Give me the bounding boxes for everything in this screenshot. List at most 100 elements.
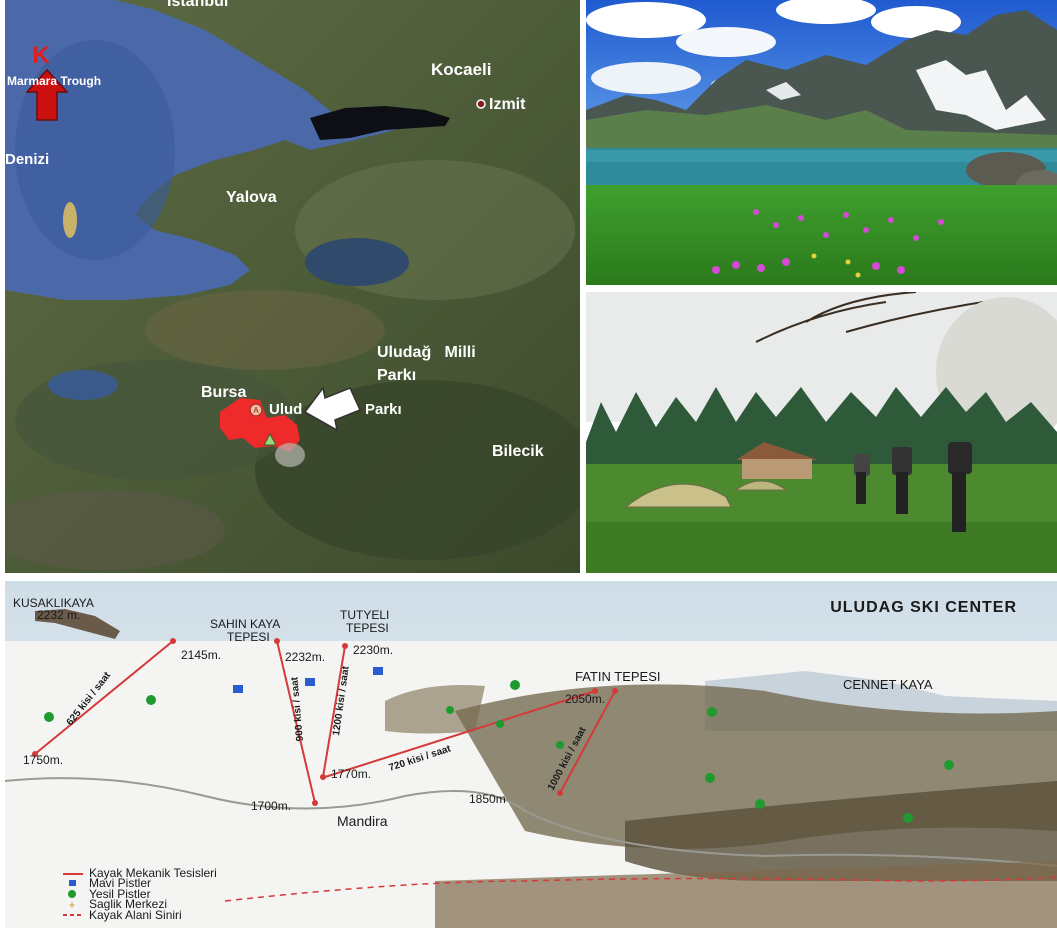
label-bilecik: Bilecik: [492, 443, 544, 460]
marker-a-label: A: [253, 406, 259, 415]
altitude-1770: 1770m.: [331, 767, 371, 781]
camping-svg: [586, 292, 1057, 573]
lift-station: [612, 688, 618, 694]
road: [5, 777, 1057, 867]
label-istanbul: Istanbul: [167, 0, 228, 10]
forest-belt: [625, 781, 1057, 881]
iznik-lake: [305, 238, 409, 286]
flower: [732, 261, 740, 269]
lift-station: [592, 688, 598, 694]
altitude-2230: 2230m.: [353, 643, 393, 657]
cloud: [591, 62, 701, 94]
label-kocaeli: Kocaeli: [431, 60, 491, 79]
peak-tutyeli-1: TUTYELI: [340, 608, 389, 622]
altitude-2145: 2145m.: [181, 648, 221, 662]
flower: [913, 235, 919, 241]
green-pistes: [44, 680, 954, 823]
lift-line: [34, 640, 174, 755]
legend-symbol-blue: [69, 880, 76, 886]
lift-line: [324, 690, 596, 778]
green-piste-marker: [44, 712, 54, 722]
ski-map-title: ULUDAG SKI CENTER: [830, 599, 1017, 616]
flower: [798, 215, 804, 221]
snow-patch: [916, 60, 1046, 130]
terrain-patch: [5, 490, 225, 570]
flower: [712, 266, 720, 274]
lift-stations: [32, 638, 618, 806]
island: [63, 202, 77, 238]
valley-floor: [435, 861, 1057, 928]
hiker-body: [896, 472, 908, 514]
altitude-2050: 2050m.: [565, 692, 605, 706]
lift-station: [32, 751, 38, 757]
lift-station: [342, 643, 348, 649]
lift-line: [559, 690, 616, 794]
hiker-backpack: [892, 447, 912, 475]
snow-patch: [766, 82, 801, 100]
tree-branch: [755, 292, 997, 343]
altitude-1850: 1850m: [469, 792, 506, 806]
hiker-backpack: [854, 454, 870, 476]
label-park-title-2: Parkı: [377, 367, 416, 384]
green-piste-marker: [496, 720, 504, 728]
hiker-body: [856, 472, 866, 504]
terrain-patch: [145, 290, 385, 370]
green-piste-marker: [556, 741, 564, 749]
ski-legend: Kayak Mekanik Tesisleri Mavi Pistler Yes…: [63, 866, 217, 922]
lake-reflection: [586, 150, 1057, 162]
green-piste-marker: [446, 706, 454, 714]
green-piste-marker: [944, 760, 954, 770]
uluabat-lake: [48, 370, 118, 400]
flower: [753, 209, 759, 215]
label-park-inline-2: Parkı: [365, 401, 402, 418]
terrain-patch: [255, 380, 580, 560]
label-trough: Marmara Trough: [7, 74, 101, 88]
lifts: [34, 640, 616, 804]
legend-item-green: Yesil Pistler: [89, 887, 151, 901]
ski-map-svg: ULUDAG SKI CENTER KUSAKLIKAYA 2232 m. SA…: [5, 581, 1057, 928]
peak-cennet: CENNET KAYA: [843, 677, 933, 692]
mountain-lake-photo: [586, 0, 1057, 285]
cloud: [871, 6, 961, 38]
grass-shade: [586, 522, 1057, 573]
flower: [888, 217, 894, 223]
tent: [624, 483, 732, 508]
flower: [773, 222, 779, 228]
legend-symbol-plus: +: [68, 898, 75, 912]
label-park-title-1: Uludağ Milli: [377, 344, 476, 361]
peak-sahin-kaya-1: SAHIN KAYA: [210, 617, 280, 631]
lift-station: [170, 638, 176, 644]
lift-line: [276, 640, 316, 804]
camping-photo: [586, 292, 1057, 573]
forest-belt: [385, 685, 485, 734]
blue-piste-marker: [305, 678, 315, 686]
park-area: [220, 398, 300, 452]
legend-item-boundary: Kayak Alani Siniri: [89, 908, 182, 922]
flower: [863, 227, 869, 233]
blue-piste-marker: [233, 685, 243, 693]
label-bursa: Bursa: [201, 384, 246, 401]
flower: [855, 272, 861, 278]
izmit-bay: [310, 106, 450, 140]
cloud: [676, 27, 776, 57]
peak-tutyeli-2: TEPESI: [346, 621, 389, 635]
location-mandira: Mandira: [337, 813, 388, 829]
label-denizi: Denizi: [5, 151, 49, 168]
mountain-lake-svg: [586, 0, 1057, 285]
sea-shade: [15, 40, 175, 260]
peak-kusaklikaya: KUSAKLIKAYA: [13, 596, 94, 610]
lift-station: [312, 800, 318, 806]
flower: [843, 212, 849, 218]
flower: [938, 219, 944, 225]
north-letter: K: [32, 42, 50, 69]
hut-roof: [736, 442, 818, 460]
altitude-1700: 1700m.: [251, 799, 291, 813]
green-piste-marker: [146, 695, 156, 705]
north-arrow-icon: [25, 68, 69, 121]
hiker: [892, 447, 912, 514]
legend-item-health: Saglik Merkezi: [89, 897, 167, 911]
hut-wall: [742, 459, 812, 479]
flower: [782, 258, 790, 266]
flower: [897, 266, 905, 274]
flower: [757, 264, 765, 272]
